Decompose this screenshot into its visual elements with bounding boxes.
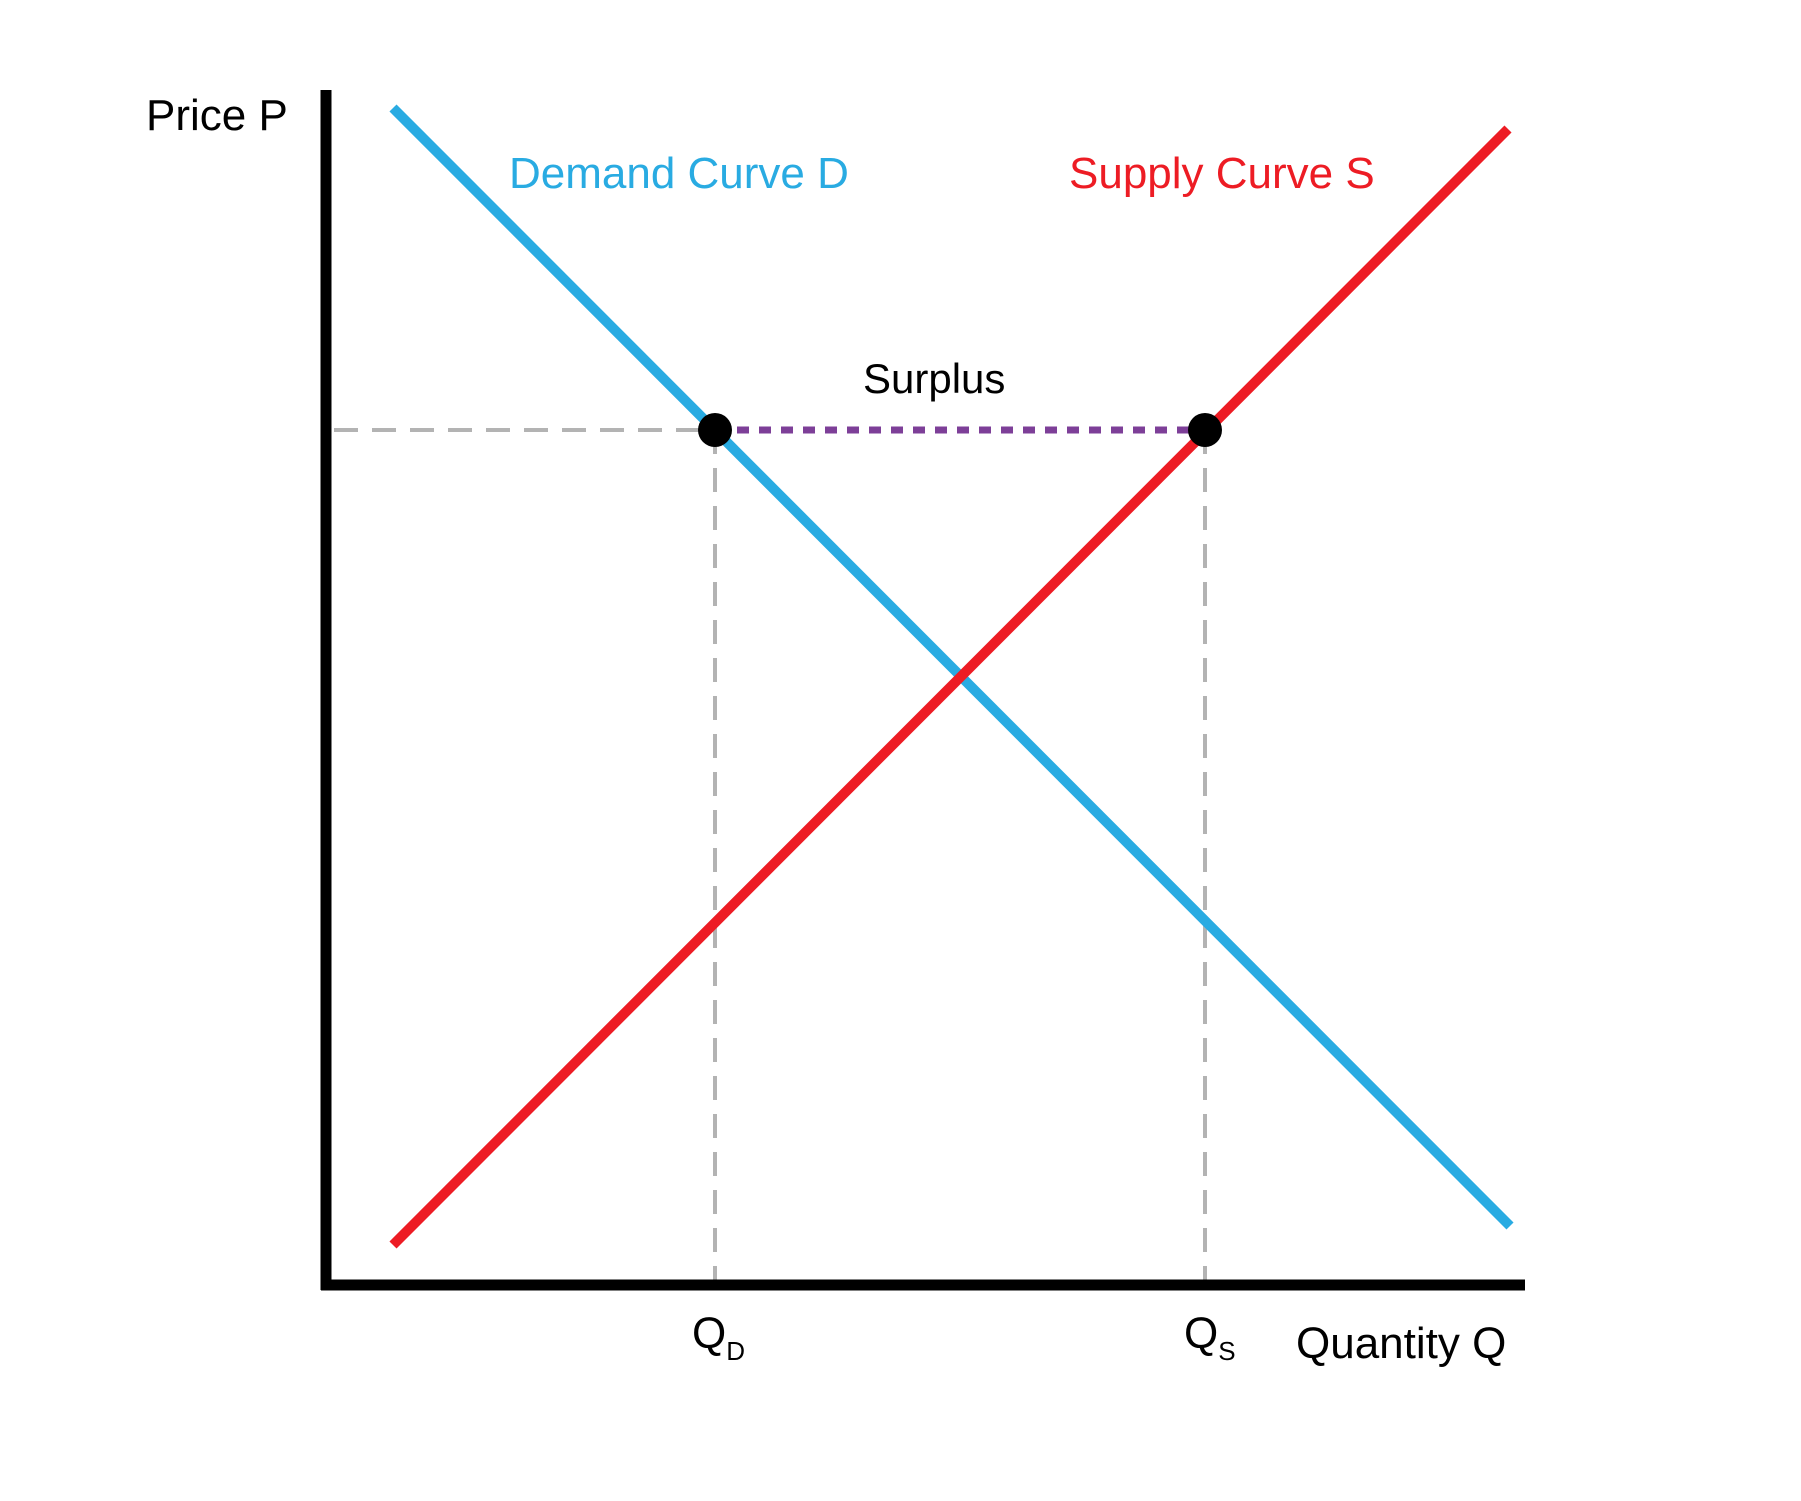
demand-curve: [389, 104, 1514, 1230]
x-axis-label: Quantity Q: [1296, 1319, 1506, 1368]
y-axis-label: Price P: [146, 91, 288, 140]
supply-curve: [389, 125, 1512, 1249]
demand-curve-label: Demand Curve D: [509, 149, 849, 198]
quantity-demanded-point: [698, 413, 732, 447]
qd-label-main: Q: [692, 1309, 726, 1358]
quantity-supplied-point: [1188, 413, 1222, 447]
qd-label-sub: D: [726, 1336, 745, 1366]
qs-label-sub: S: [1218, 1336, 1235, 1366]
qs-label: QS: [1184, 1309, 1236, 1366]
qs-label-main: Q: [1184, 1309, 1218, 1358]
supply-curve-label: Supply Curve S: [1069, 149, 1375, 198]
surplus-label: Surplus: [863, 355, 1005, 402]
qd-label: QD: [692, 1309, 745, 1366]
